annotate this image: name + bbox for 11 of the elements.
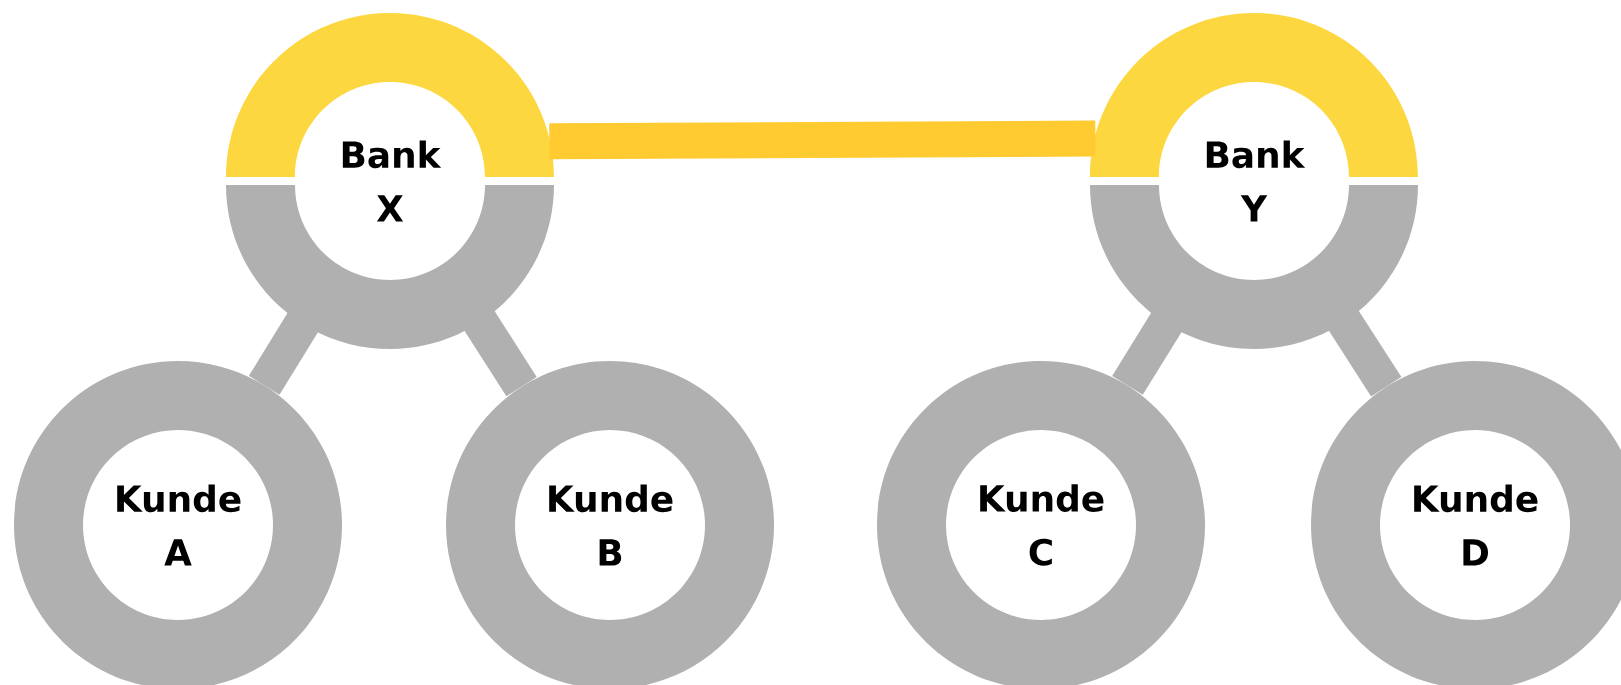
ring-node: Kunde C (877, 361, 1205, 685)
node-label: Y (1240, 195, 1268, 222)
connector-bar (463, 309, 537, 397)
ring-node: Bank Y (1090, 13, 1418, 349)
connector-bar (248, 311, 320, 395)
ring-node: Kunde B (446, 361, 774, 685)
connector-bar (549, 120, 1096, 160)
ring-node: Bank X (226, 13, 554, 349)
node-label: X (376, 195, 404, 222)
ring-node: Kunde D (1311, 361, 1621, 685)
ring-node: Kunde A (14, 361, 342, 685)
